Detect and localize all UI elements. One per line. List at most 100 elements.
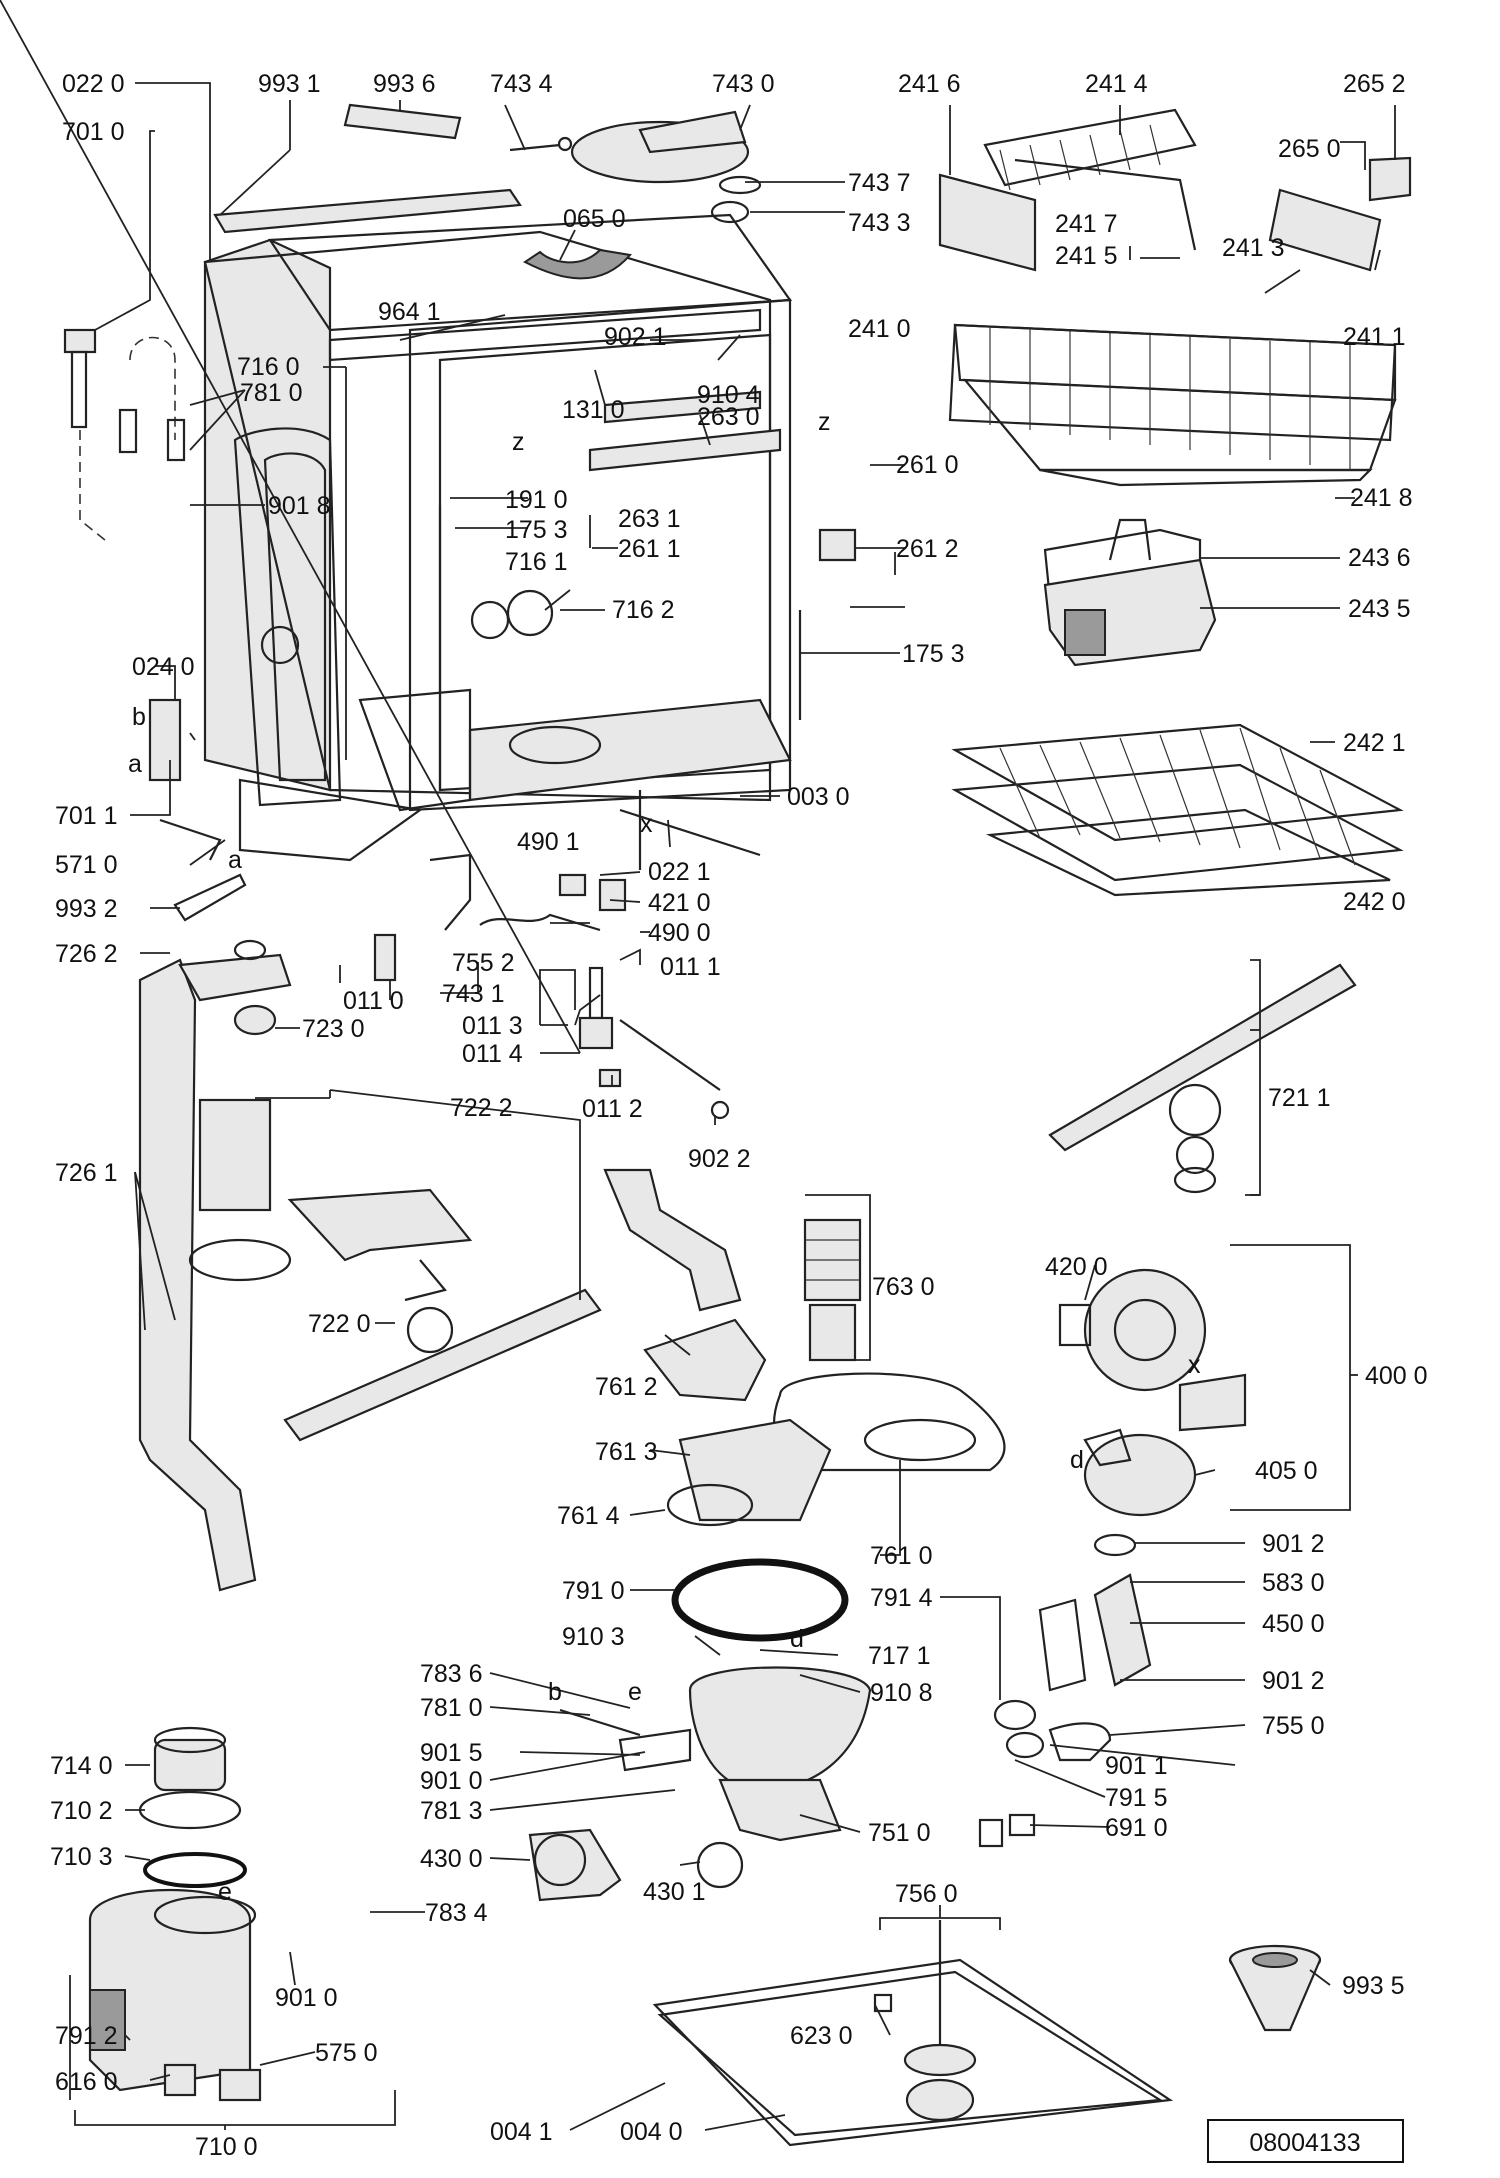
label-490-0: 490 0 [648,919,711,947]
label-011-1: 011 1 [660,953,721,981]
label-175-3b: 175 3 [902,640,965,668]
label-993-2: 993 2 [55,895,118,923]
label-901-2b: 901 2 [1262,1667,1325,1695]
label-263-1: 263 1 [618,505,681,533]
label-616-0: 616 0 [55,2068,118,2096]
label-065-0: 065 0 [563,205,626,233]
label-761-4: 761 4 [557,1502,620,1530]
label-901-1: 901 1 [1105,1752,1168,1780]
top-parts-drawing [213,103,762,234]
label-191-0: 191 0 [505,486,568,514]
label-781-3: 781 3 [420,1797,483,1825]
label-241-6: 241 6 [898,70,961,98]
letter-x-1: x [640,810,653,838]
label-761-2: 761 2 [595,1373,658,1401]
letter-e-1: e [628,1678,642,1706]
label-993-5: 993 5 [1342,1972,1405,2000]
label-261-1: 261 1 [618,535,681,563]
label-910-4: 910 4 [697,381,760,409]
label-791-0: 791 0 [562,1577,625,1605]
label-964-1: 964 1 [378,298,441,326]
water-softener-drawing [88,1726,262,2102]
drawing-number-box [1207,2119,1404,2163]
label-751-0: 751 0 [868,1819,931,1847]
label-265-0: 265 0 [1278,135,1341,163]
label-004-0: 004 0 [620,2118,683,2146]
label-717-1: 717 1 [868,1642,931,1670]
label-755-2: 755 2 [452,949,515,977]
label-263-0: 263 0 [697,403,760,431]
label-241-7: 241 7 [1055,210,1118,238]
label-242-1: 242 1 [1343,729,1406,757]
label-241-5: 241 5 [1055,242,1118,270]
label-243-6: 243 6 [1348,544,1411,572]
lower-rack-drawing [951,723,1404,897]
label-243-5: 243 5 [1348,595,1411,623]
label-721-1: 721 1 [1268,1084,1331,1112]
left-spray-pipe-drawing [138,953,292,1592]
cutlery-tray-drawing [938,108,1412,272]
label-716-0: 716 0 [237,353,300,381]
label-421-0: 421 0 [648,889,711,917]
base-plate-drawing [652,1920,1174,2147]
reference-letters: a a b b d d e e x x z z [128,408,1201,1906]
label-761-3: 761 3 [595,1438,658,1466]
label-902-1: 902 1 [604,323,667,351]
label-756-0: 756 0 [895,1880,958,1908]
label-722-2: 722 2 [450,1094,513,1122]
label-623-0: 623 0 [790,2022,853,2050]
label-743-3: 743 3 [848,209,911,237]
label-783-6: 783 6 [420,1660,483,1688]
label-722-0: 722 0 [308,1310,371,1338]
letter-e-2: e [218,1878,232,1906]
label-450-0: 450 0 [1262,1610,1325,1638]
label-241-3: 241 3 [1222,234,1285,262]
label-710-3: 710 3 [50,1843,113,1871]
cutlery-basket-drawing [1043,518,1217,667]
label-405-0: 405 0 [1255,1457,1318,1485]
letter-z-2: z [818,408,831,436]
label-003-0: 003 0 [787,783,850,811]
label-241-1: 241 1 [1343,323,1406,351]
label-716-2: 716 2 [612,596,675,624]
letter-a-2: a [228,846,242,874]
label-902-2: 902 2 [688,1145,751,1173]
label-242-0: 242 0 [1343,888,1406,916]
label-791-4: 791 4 [870,1584,933,1612]
letter-b-1: b [132,703,146,731]
label-901-2a: 901 2 [1262,1530,1325,1558]
label-024-0: 024 0 [132,653,195,681]
sump-drawing [666,1418,872,1889]
label-781-0a: 781 0 [240,379,303,407]
label-763-0: 763 0 [872,1273,935,1301]
label-755-0: 755 0 [1262,1712,1325,1740]
label-910-8: 910 8 [870,1679,933,1707]
label-571-0: 571 0 [55,851,118,879]
small-parts-drawing [173,853,730,1120]
label-743-7: 743 7 [848,169,911,197]
label-131-0: 131 0 [562,396,625,424]
filter-drawing [772,1218,1006,1472]
label-726-1: 726 1 [55,1159,118,1187]
upper-rack-drawing [948,323,1397,487]
lower-spray-arm-drawing [283,1188,602,1442]
label-691-0: 691 0 [1105,1814,1168,1842]
label-901-5: 901 5 [420,1739,483,1767]
letter-z-1: z [512,428,525,456]
label-743-0: 743 0 [712,70,775,98]
label-420-0: 420 0 [1045,1253,1108,1281]
pump-drawing [978,1268,1247,1848]
label-701-0: 701 0 [62,118,125,146]
label-241-4: 241 4 [1085,70,1148,98]
label-723-0: 723 0 [302,1015,365,1043]
label-241-0: 241 0 [848,315,911,343]
label-261-2: 261 2 [896,535,959,563]
label-004-1: 004 1 [490,2118,553,2146]
label-022-0: 022 0 [62,70,125,98]
label-761-0: 761 0 [870,1542,933,1570]
label-265-2: 265 2 [1343,70,1406,98]
letter-b-2: b [548,1678,562,1706]
label-490-1: 490 1 [517,828,580,856]
label-791-5: 791 5 [1105,1784,1168,1812]
label-241-8: 241 8 [1350,484,1413,512]
